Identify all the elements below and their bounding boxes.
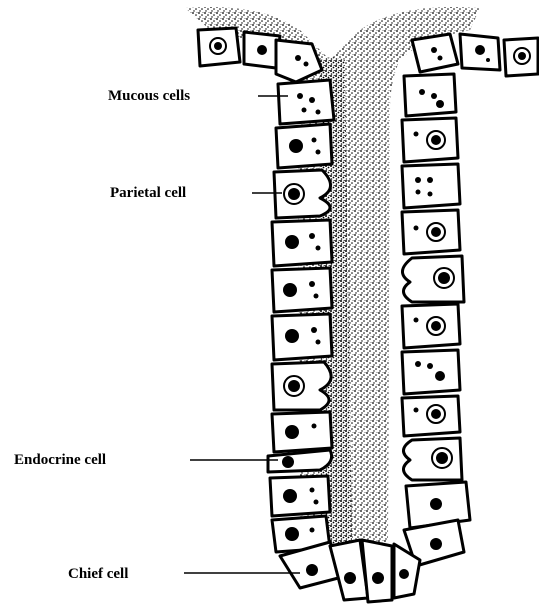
parietal-cell	[403, 438, 462, 480]
cell	[504, 38, 538, 76]
mucous-cell	[402, 304, 460, 348]
mucous-cell	[272, 220, 332, 266]
parietal-cell	[402, 256, 464, 302]
mucous-cell	[402, 210, 460, 254]
label-endocrine-cell: Endocrine cell	[14, 452, 278, 468]
label-parietal-cell: Parietal cell	[110, 185, 282, 201]
surface-cells-right	[412, 34, 538, 76]
mucous-cell	[270, 476, 330, 516]
mucous-cell	[272, 268, 332, 312]
right-cell-column	[402, 74, 470, 566]
label-text: Mucous cells	[108, 88, 190, 104]
label-mucous-cells: Mucous cells	[108, 88, 288, 104]
cell	[460, 34, 500, 70]
left-cell-column	[268, 80, 334, 552]
mucous-cell	[402, 164, 460, 208]
mucous-cell	[404, 74, 456, 116]
mucous-cell	[272, 412, 332, 452]
mucous-cell	[276, 124, 332, 168]
label-text: Parietal cell	[110, 185, 186, 201]
endocrine-cell	[268, 450, 332, 472]
cell	[412, 34, 458, 72]
gland-base-chief-cells	[280, 540, 420, 602]
mucous-cell	[402, 350, 460, 394]
label-text: Endocrine cell	[14, 452, 106, 468]
parietal-cell	[274, 170, 331, 218]
mucous-cell	[402, 118, 458, 162]
mucous-cell	[402, 396, 460, 436]
label-text: Chief cell	[68, 566, 128, 582]
mucous-cell	[278, 80, 334, 124]
mucous-cell	[272, 314, 332, 360]
label-chief-cell: Chief cell	[68, 566, 300, 582]
chief-cell	[362, 540, 392, 602]
chief-cell	[406, 482, 470, 528]
parietal-cell	[272, 362, 331, 410]
cell	[198, 28, 240, 66]
